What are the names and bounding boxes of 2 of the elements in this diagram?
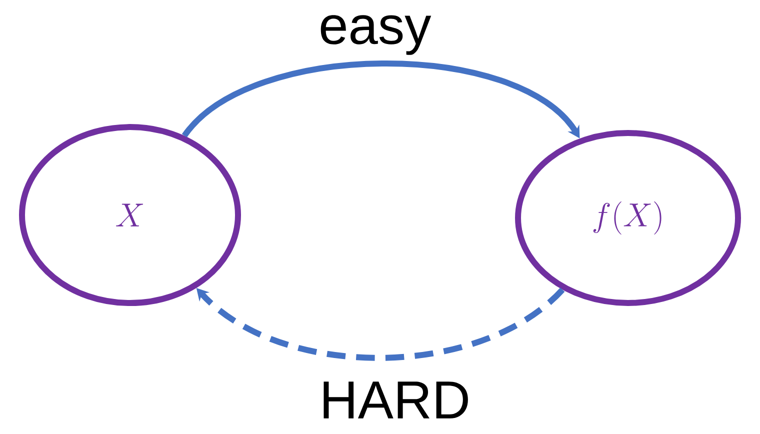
edge-label: easy: [320, 15, 432, 55]
edge-label: HARD: [324, 382, 468, 418]
